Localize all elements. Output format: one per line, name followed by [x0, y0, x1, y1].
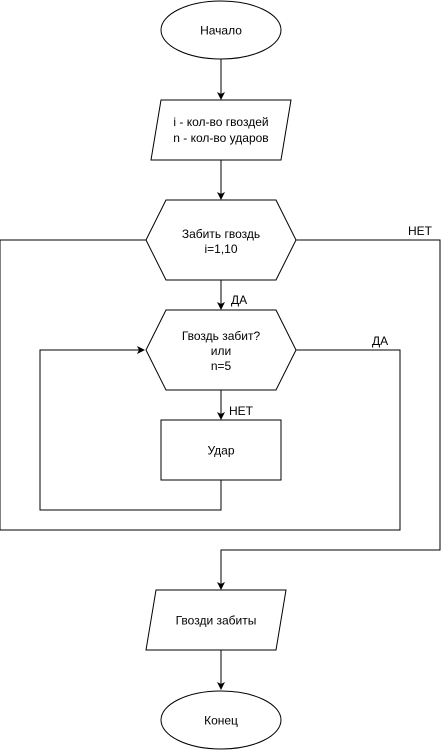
end-label: Конец — [204, 714, 238, 728]
input-parallelogram — [150, 99, 292, 161]
condition-no-label: НЕТ — [229, 404, 254, 418]
hit-node: Удар — [160, 419, 282, 481]
condition-line2: или — [211, 344, 231, 358]
start-node: Начало — [160, 0, 282, 60]
loop-node: Забить гвоздь i=1,10 — [145, 199, 297, 281]
input-line2: n - кол-во ударов — [173, 131, 268, 145]
edge-loop-exit-to-output — [217, 239, 441, 590]
hit-rectangle — [160, 419, 282, 481]
input-node: i - кол-во гвоздей n - кол-во ударов — [150, 99, 292, 161]
loop-line2: i=1,10 — [204, 242, 237, 256]
hit-label: Удар — [207, 444, 234, 458]
loop-exit-label: НЕТ — [408, 224, 433, 238]
end-node: Конец — [160, 690, 282, 750]
condition-hexagon — [145, 309, 297, 391]
output-label: Гвозди забиты — [176, 614, 257, 628]
end-ellipse — [160, 690, 282, 750]
start-label: Начало — [200, 24, 242, 38]
condition-line3: n=5 — [211, 359, 232, 373]
condition-line1: Гвоздь забит? — [182, 329, 261, 343]
edge-condition-yes-back-to-loop — [0, 239, 401, 531]
condition-node: Гвоздь забит? или n=5 — [145, 309, 297, 391]
loop-hexagon — [145, 199, 297, 281]
edge-hit-back-to-condition — [39, 346, 222, 511]
start-ellipse — [160, 0, 282, 60]
loop-line1: Забить гвоздь — [182, 227, 260, 241]
condition-yes-label: ДА — [372, 334, 388, 348]
input-line1: i - кол-во гвоздей — [173, 115, 268, 129]
loop-body-label: ДА — [231, 293, 247, 307]
output-node: Гвозди забиты — [145, 589, 287, 651]
output-parallelogram — [145, 589, 287, 651]
